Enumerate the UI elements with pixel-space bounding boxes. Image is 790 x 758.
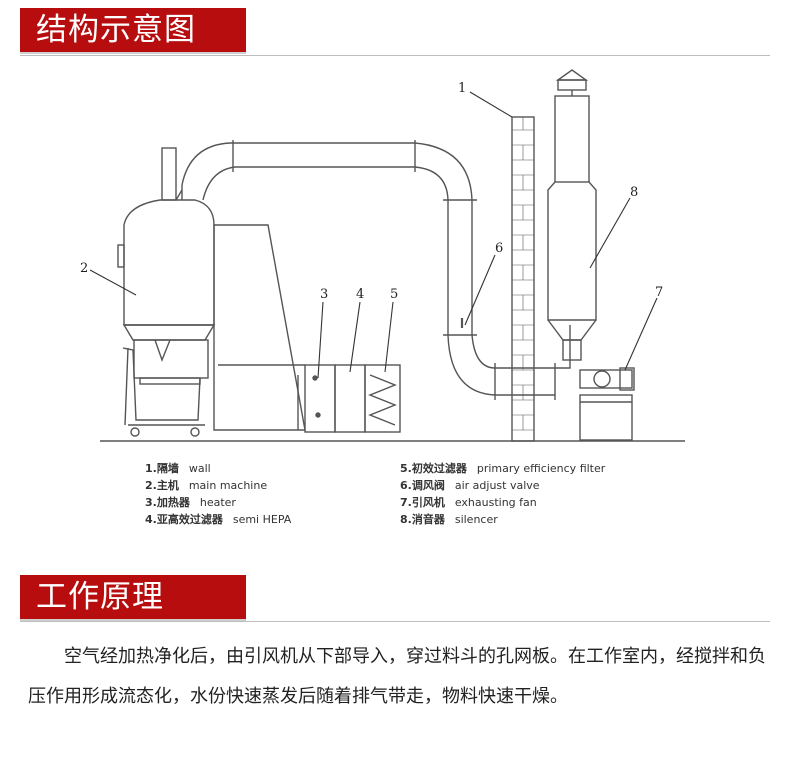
principle-text: 空气经加热净化后，由引风机从下部导入，穿过料斗的孔网板。在工作室内，经搅拌和负压…: [28, 646, 766, 707]
divider: [20, 55, 770, 56]
section-title-structure: 结构示意图: [20, 8, 246, 54]
main-machine: [117, 147, 216, 437]
divider: [20, 621, 770, 622]
wall: [511, 116, 535, 442]
machine-casing: [213, 224, 306, 431]
silencer: [547, 69, 597, 361]
callout-4: 4: [356, 287, 364, 302]
filter-box: [304, 364, 401, 433]
section-title-principle: 工作原理: [20, 575, 246, 621]
callout-5: 5: [390, 287, 398, 302]
callout-3: 3: [320, 287, 328, 302]
callout-6: 6: [495, 241, 503, 256]
callout-2: 2: [80, 261, 88, 276]
callout-7: 7: [655, 285, 663, 300]
exhaust-fan: [579, 367, 635, 441]
structure-diagram: 1 2 3 4 5 6 7 8: [80, 69, 685, 442]
callout-1: 1: [458, 81, 466, 96]
callout-8: 8: [630, 185, 638, 200]
duct: [181, 140, 571, 400]
